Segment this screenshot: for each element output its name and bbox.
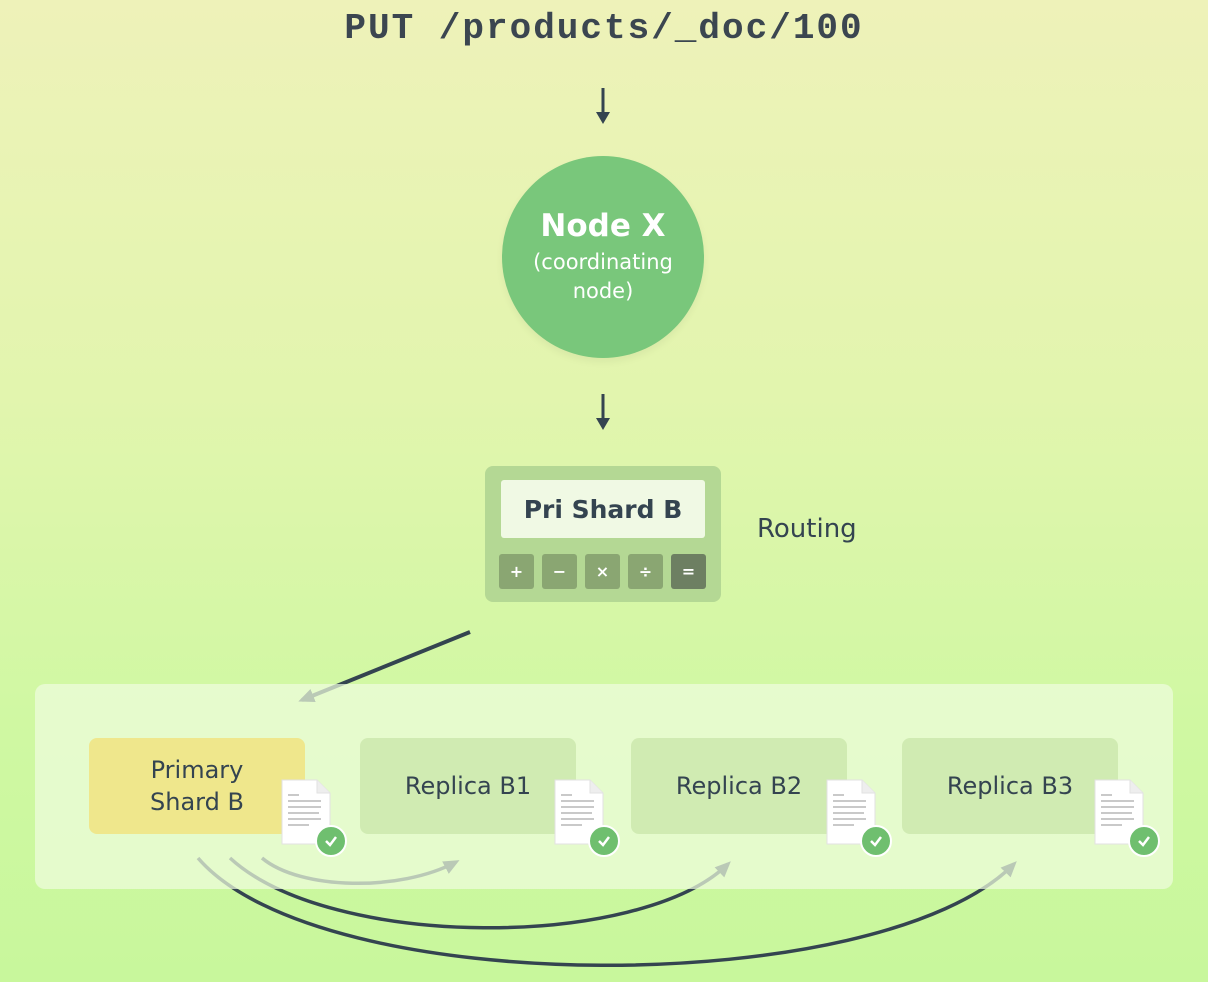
replica-b3: Replica B3 (902, 738, 1118, 834)
replicate-to-b3-arrow (196, 856, 1017, 967)
routing-result-display: Pri Shard B (501, 480, 705, 538)
checkmark-icon (860, 825, 892, 857)
request-text: PUT /products/_doc/100 (344, 8, 864, 49)
shard-label: Replica B1 (404, 772, 532, 800)
node-to-routing-arrow (596, 394, 610, 430)
replicate-to-b2-arrow (228, 856, 731, 930)
checkmark-icon (588, 825, 620, 857)
document-icon (281, 779, 331, 845)
document-icon (826, 779, 876, 845)
checkmark-icon (1128, 825, 1160, 857)
shard-label: Replica B2 (675, 772, 803, 800)
document-icon (554, 779, 604, 845)
multiply-key-icon: × (585, 554, 620, 589)
primary-shard-b: Primary Shard B (89, 738, 305, 834)
shard-label: Replica B3 (946, 772, 1074, 800)
node-title: Node X (540, 208, 666, 244)
node-subtitle: (coordinating node) (533, 250, 673, 303)
minus-key-icon: − (542, 554, 577, 589)
checkmark-icon (315, 825, 347, 857)
shard-label: Primary Shard B (150, 756, 244, 816)
request-to-node-arrow (596, 88, 610, 124)
routing-calculator: Pri Shard B + − × ÷ = (485, 466, 721, 602)
routing-label: Routing (757, 514, 857, 544)
replica-b1: Replica B1 (360, 738, 576, 834)
plus-key-icon: + (499, 554, 534, 589)
equals-key-icon: = (671, 554, 706, 589)
document-icon (1094, 779, 1144, 845)
divide-key-icon: ÷ (628, 554, 663, 589)
coordinating-node: Node X (coordinating node) (502, 156, 704, 358)
replica-b2: Replica B2 (631, 738, 847, 834)
